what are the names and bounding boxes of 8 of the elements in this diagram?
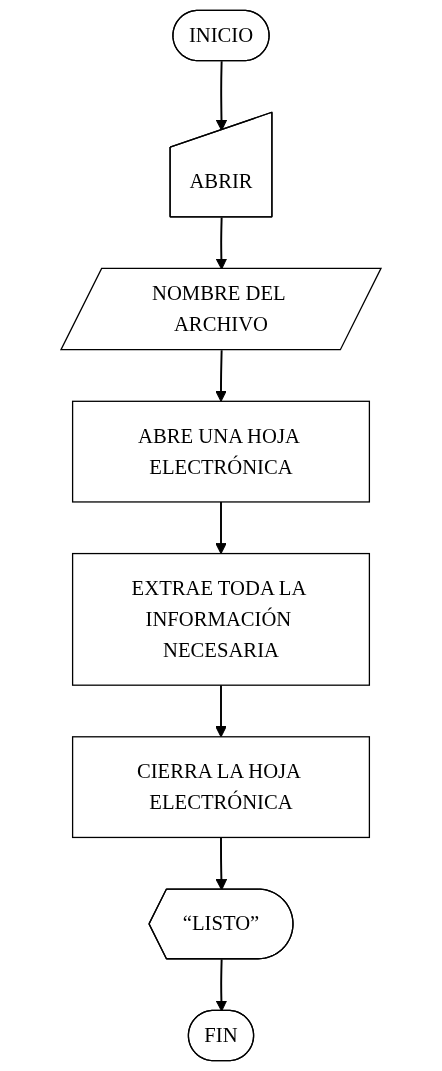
node-box: EXTRAE TODA LA INFORMACIÓN NECESARIA bbox=[71, 552, 371, 686]
arrow bbox=[215, 60, 228, 131]
arrow bbox=[215, 958, 228, 1012]
arrow bbox=[215, 684, 227, 738]
node-box: CIERRA LA HOJA ELECTRÓNICA bbox=[71, 736, 371, 839]
node-box: ABRE UNA HOJA ELECTRÓNICA bbox=[71, 400, 371, 503]
arrow bbox=[215, 349, 227, 402]
arrow bbox=[215, 500, 227, 555]
